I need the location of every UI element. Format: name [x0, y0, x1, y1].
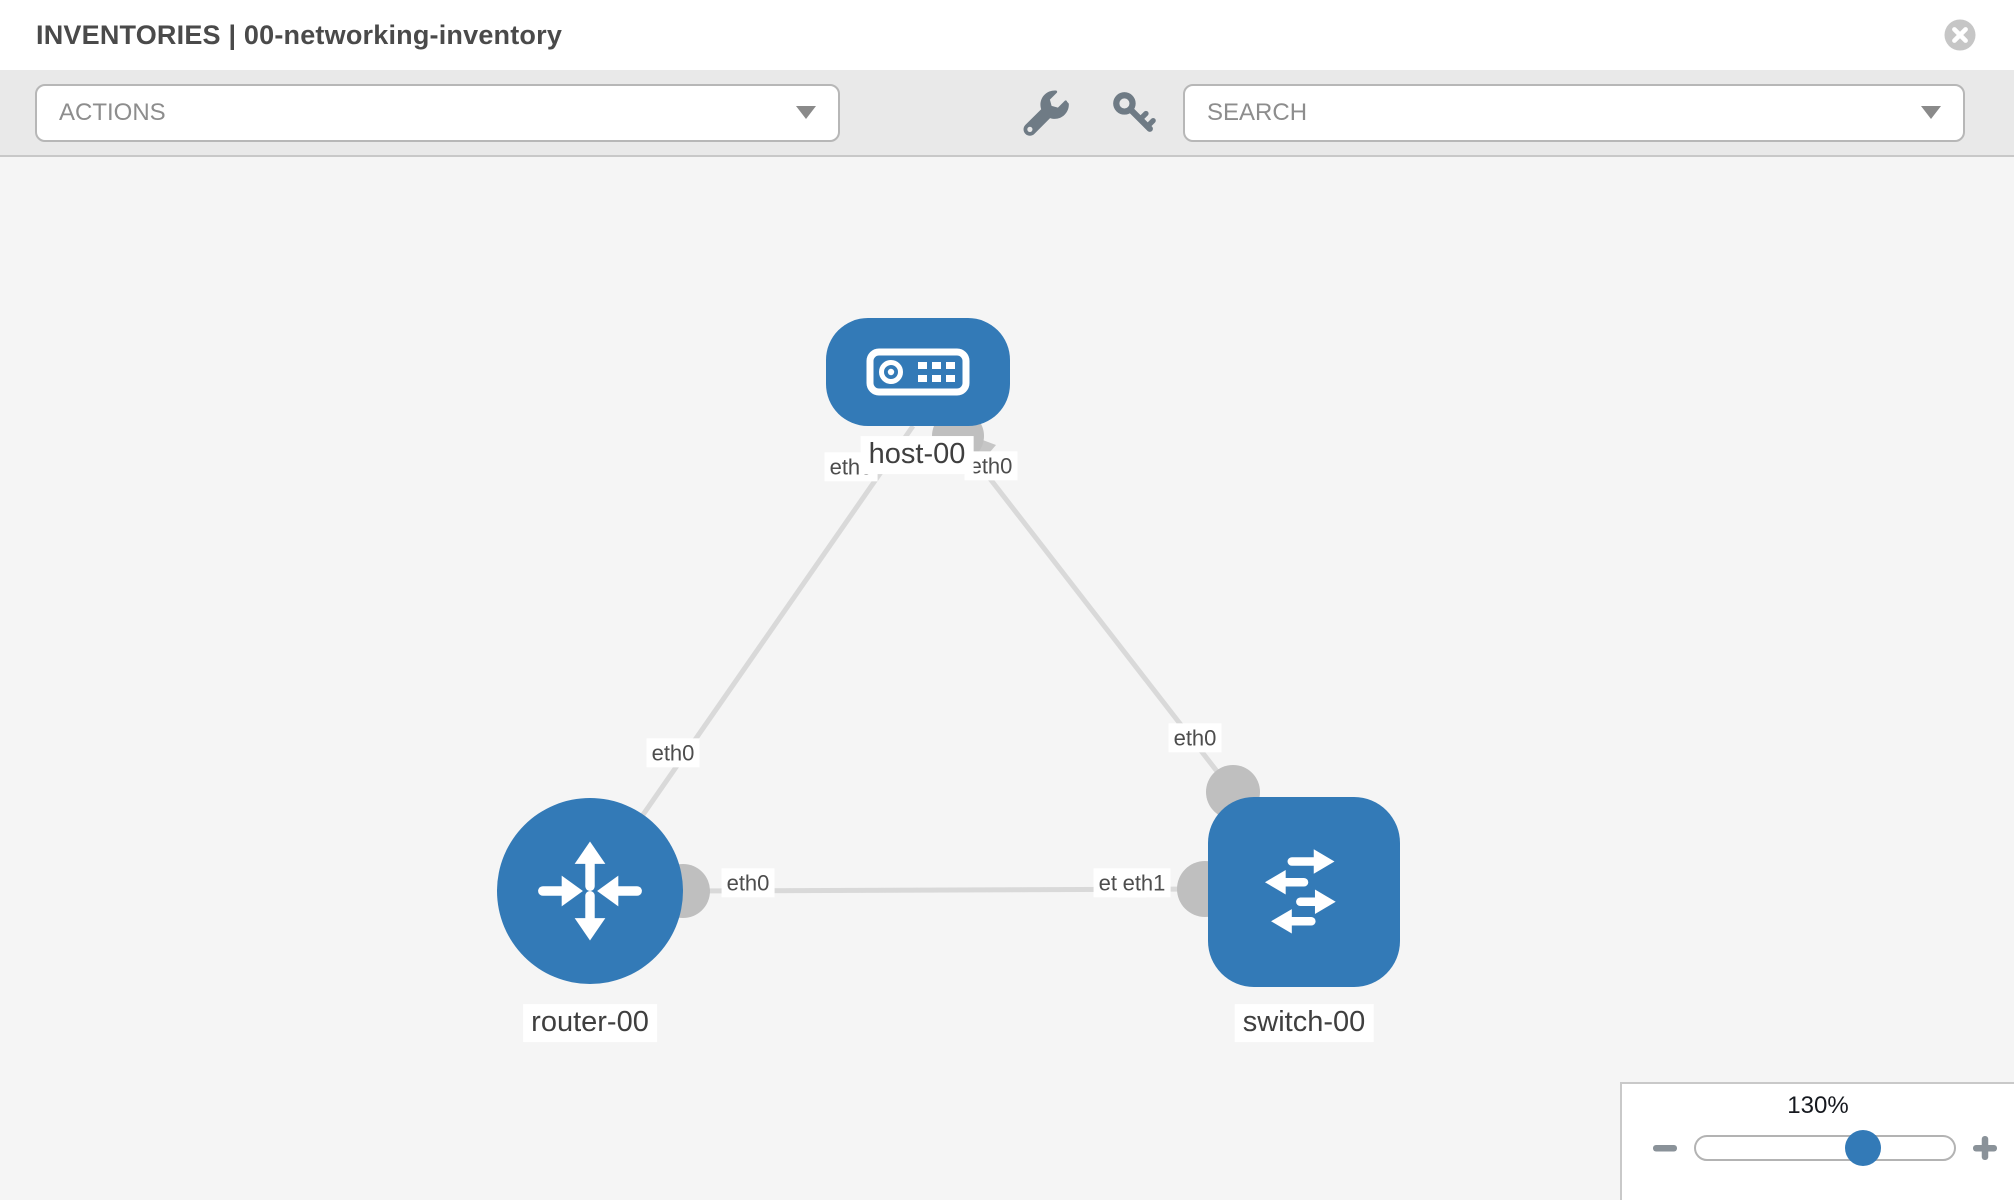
close-button[interactable]: [1942, 17, 1978, 53]
page-title: INVENTORIES | 00-networking-inventory: [36, 19, 563, 50]
actions-dropdown[interactable]: ACTIONS: [35, 83, 840, 142]
key-icon: [1113, 91, 1156, 132]
zoom-level-value: 130%: [1787, 1092, 1849, 1119]
zoom-in-button[interactable]: [1972, 1135, 1998, 1161]
toolbar-icon-group: [1021, 89, 1157, 137]
configure-button[interactable]: [1021, 89, 1069, 137]
credentials-button[interactable]: [1111, 90, 1157, 136]
close-icon: [1944, 19, 1976, 51]
link-router-00--switch-00[interactable]: [682, 886, 1206, 894]
zoom-out-button[interactable]: [1652, 1135, 1678, 1161]
search-dropdown[interactable]: SEARCH: [1183, 83, 1965, 142]
dropdown-arrow-icon: [796, 106, 816, 119]
minus-icon: [1653, 1145, 1677, 1152]
node-host-00[interactable]: [826, 318, 1010, 426]
zoom-control-panel: 130%: [1620, 1082, 2014, 1200]
zoom-slider-track[interactable]: [1694, 1135, 1956, 1161]
toolbar: ACTIONS SEARCH: [0, 70, 2014, 157]
search-dropdown-label: SEARCH: [1207, 98, 1308, 126]
link-host-00--switch-00[interactable]: [951, 429, 1235, 794]
node-router-00[interactable]: [497, 798, 683, 984]
plus-icon: [1973, 1136, 1997, 1160]
dropdown-arrow-icon: [1921, 106, 1941, 119]
zoom-slider-thumb[interactable]: [1844, 1130, 1881, 1166]
link-host-00--router-00[interactable]: [587, 424, 916, 893]
node-switch-00[interactable]: [1208, 797, 1400, 987]
actions-dropdown-label: ACTIONS: [59, 98, 166, 126]
breadcrumb-header: INVENTORIES | 00-networking-inventory: [0, 0, 2014, 70]
wrench-icon: [1023, 89, 1069, 136]
